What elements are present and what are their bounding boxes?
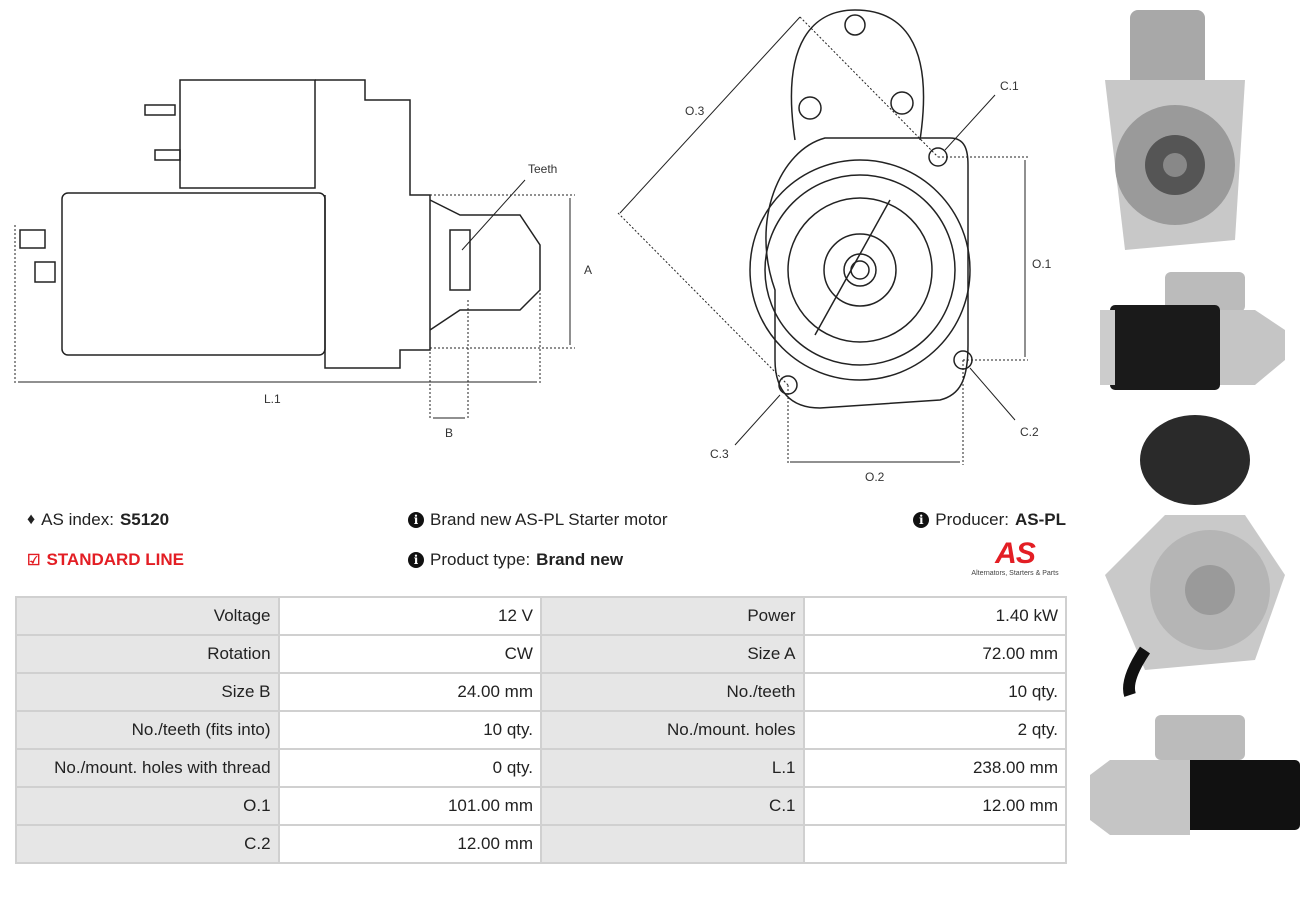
spec-value: CW	[277, 634, 542, 674]
producer: i Producer: AS-PL	[913, 510, 1066, 530]
spec-value: 12 V	[277, 596, 542, 636]
spec-label: L.1	[539, 748, 805, 788]
product-type-label: Product type:	[430, 550, 531, 569]
spec-label: C.2	[15, 824, 280, 864]
photo-side-1	[1100, 272, 1285, 390]
side-view-drawing: Teeth A L.1 B	[14, 79, 592, 440]
spec-value: 12.00 mm	[277, 824, 542, 864]
spec-label: Rotation	[15, 634, 280, 674]
label-c1: C.1	[1000, 79, 1019, 93]
spec-label: O.1	[15, 786, 280, 826]
label-l1: L.1	[264, 392, 281, 406]
spec-value: 12.00 mm	[802, 786, 1068, 826]
label-c3: C.3	[710, 447, 729, 461]
spec-label: Size B	[15, 672, 280, 712]
photo-side-2	[1090, 715, 1300, 835]
spec-value: 24.00 mm	[277, 672, 542, 712]
spec-value: 1.40 kW	[802, 596, 1068, 636]
label-o2: O.2	[865, 470, 885, 484]
spec-label: No./teeth	[539, 672, 805, 712]
standard-line-badge: ☑ STANDARD LINE	[27, 550, 184, 570]
spec-label: No./mount. holes	[539, 710, 805, 750]
motor-body	[61, 192, 326, 356]
as-index-label: AS index:	[41, 510, 114, 529]
producer-label: Producer:	[935, 510, 1009, 529]
spec-label: Size A	[539, 634, 805, 674]
spec-label: Voltage	[15, 596, 280, 636]
label-b: B	[445, 426, 453, 440]
spec-value	[802, 824, 1068, 864]
spec-row: No./teeth (fits into)10 qty.No./mount. h…	[15, 710, 1068, 750]
photo-front	[1105, 10, 1245, 250]
front-view-drawing: O.3 C.1 O.1 C.2 C.3 O.2	[617, 9, 1052, 484]
solenoid	[179, 79, 316, 189]
spec-value: 10 qty.	[277, 710, 542, 750]
spec-value: 10 qty.	[802, 672, 1068, 712]
description-text: Brand new AS-PL Starter motor	[430, 510, 668, 529]
spec-value: 2 qty.	[802, 710, 1068, 750]
spec-label	[539, 824, 805, 864]
as-index: ♦ AS index: S5120	[27, 510, 169, 530]
info-icon: i	[408, 552, 424, 568]
spec-value: 238.00 mm	[802, 748, 1068, 788]
info-icon: i	[913, 512, 930, 528]
product-type-value: Brand new	[536, 550, 624, 569]
as-pl-logo: AS Alternators, Starters & Parts	[960, 538, 1070, 577]
producer-value: AS-PL	[1015, 510, 1066, 529]
photo-rear	[1105, 415, 1285, 697]
as-index-value: S5120	[119, 510, 170, 529]
line-label: STANDARD LINE	[46, 550, 185, 569]
product-type: i Product type: Brand new	[408, 550, 623, 570]
logo-mark: AS	[960, 538, 1070, 570]
label-c2: C.2	[1020, 425, 1039, 439]
spec-value: 72.00 mm	[802, 634, 1068, 674]
description: i Brand new AS-PL Starter motor	[408, 510, 667, 530]
label-teeth: Teeth	[528, 162, 557, 176]
label-a: A	[584, 263, 592, 277]
spec-label: C.1	[539, 786, 805, 826]
tags-icon: ♦	[27, 511, 36, 528]
product-photos	[1090, 10, 1300, 835]
spec-value: 0 qty.	[277, 748, 542, 788]
spec-label: No./mount. holes with thread	[15, 748, 280, 788]
label-o3: O.3	[685, 104, 705, 118]
spec-label: No./teeth (fits into)	[15, 710, 280, 750]
label-o1: O.1	[1032, 257, 1052, 271]
spec-value: 101.00 mm	[277, 786, 542, 826]
info-icon: i	[408, 512, 424, 528]
spec-label: Power	[539, 596, 805, 636]
checkbox-icon: ☑	[27, 552, 41, 569]
logo-tagline: Alternators, Starters & Parts	[971, 570, 1059, 577]
